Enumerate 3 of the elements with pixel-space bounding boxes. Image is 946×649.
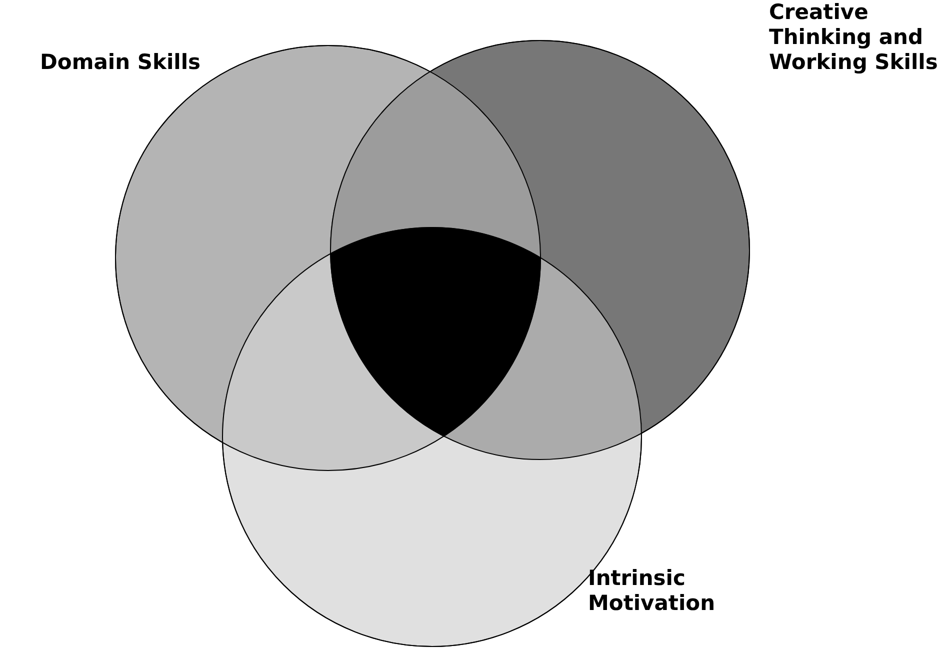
circle-label: Intrinsic Motivation [588, 566, 716, 616]
circle-label: Domain Skills [40, 50, 202, 75]
circle-label: Creative Thinking and Working Skills [769, 0, 939, 75]
